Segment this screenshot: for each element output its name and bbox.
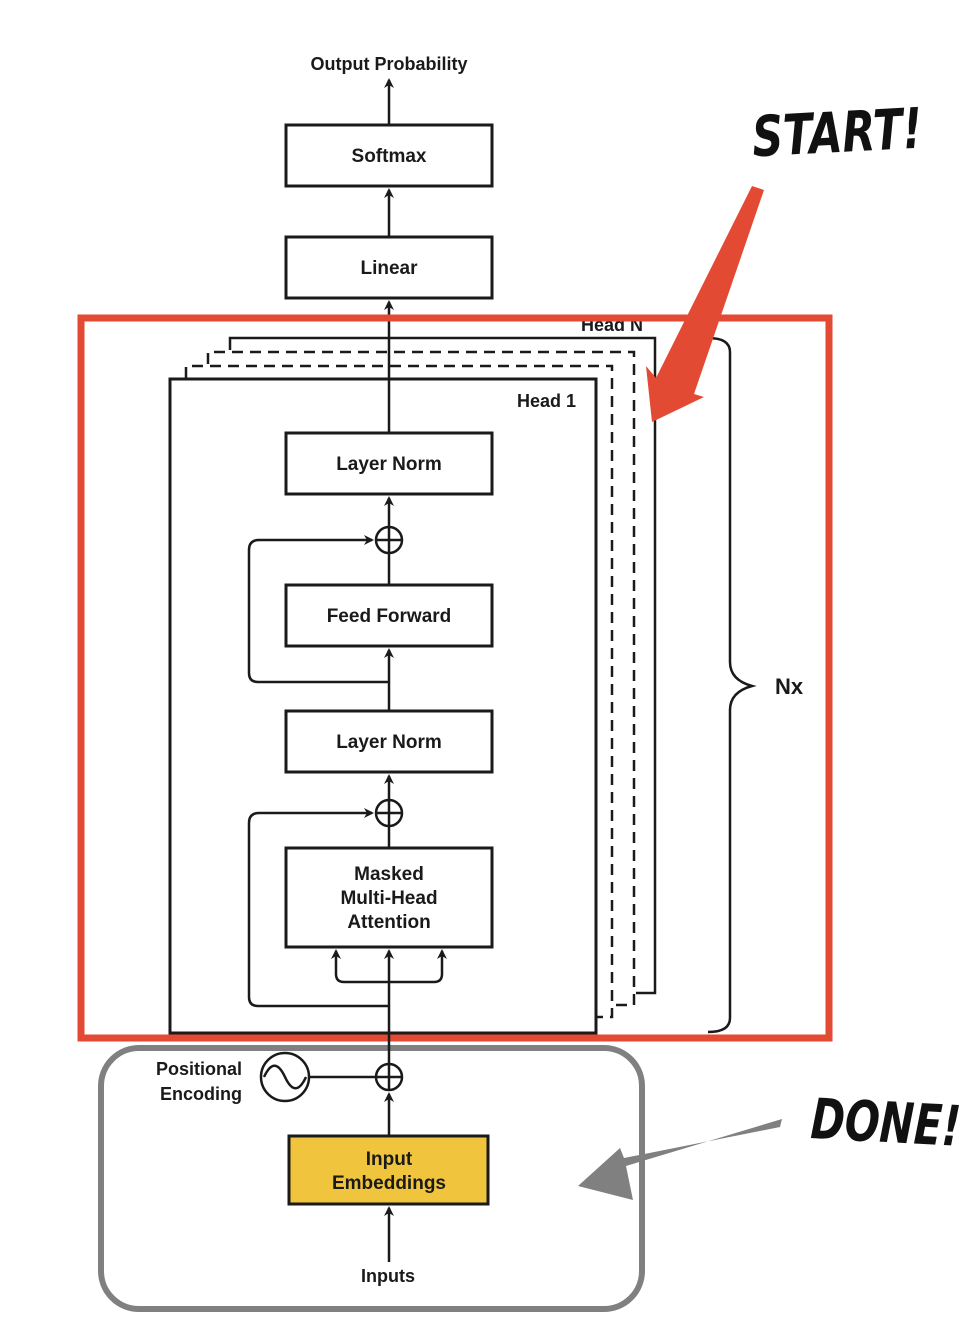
nx-label: Nx [775,674,804,699]
repeat-brace [707,336,757,1034]
layer-norm-bottom-label: Layer Norm [336,732,442,753]
head-n-frame [228,336,657,995]
qkv-fork-arrows [331,949,447,1033]
layer-norm-bottom-block: Layer Norm [284,709,494,774]
residual-connection-attention [247,808,389,1008]
done-arrow [578,1119,782,1200]
positional-encoding-label-line-1: Positional [156,1059,242,1079]
start-annotation: START! [751,97,924,171]
done-annotation: DONE! [809,1087,962,1160]
attention-label-line-1: Masked [354,864,424,885]
layer-norm-top-label: Layer Norm [336,454,442,475]
input-embeddings-label-line-2: Embeddings [332,1173,446,1194]
feed-forward-block: Feed Forward [284,583,494,648]
add-circle-top [374,525,404,555]
add-circle-bottom [374,798,404,828]
input-embeddings-block: Input Embeddings [287,1134,490,1206]
input-embeddings-label-line-1: Input [366,1149,413,1170]
inputs-label: Inputs [361,1266,415,1286]
attention-label-line-2: Multi-Head [340,888,437,909]
softmax-label: Softmax [352,146,427,167]
head-middle-frame-2 [184,364,614,1019]
residual-connection-ff [247,535,389,684]
sine-wave-icon [259,1051,311,1103]
start-arrow [646,186,764,422]
highlight-box-decoder [77,314,833,1042]
linear-label: Linear [360,258,418,279]
softmax-block: Softmax [284,123,494,188]
masked-multi-head-attention-block: Masked Multi-Head Attention [284,846,494,949]
layer-norm-top-block: Layer Norm [284,431,494,496]
attention-label-line-3: Attention [347,912,430,933]
head-1-label: Head 1 [517,391,576,411]
done-box-input-section [98,1045,645,1312]
linear-block: Linear [284,235,494,300]
feed-forward-label: Feed Forward [327,606,452,627]
add-circle-input [374,1062,404,1092]
positional-encoding-label-line-2: Encoding [160,1084,242,1104]
output-probability-label: Output Probability [311,54,468,74]
head-middle-frame-1 [206,350,636,1007]
